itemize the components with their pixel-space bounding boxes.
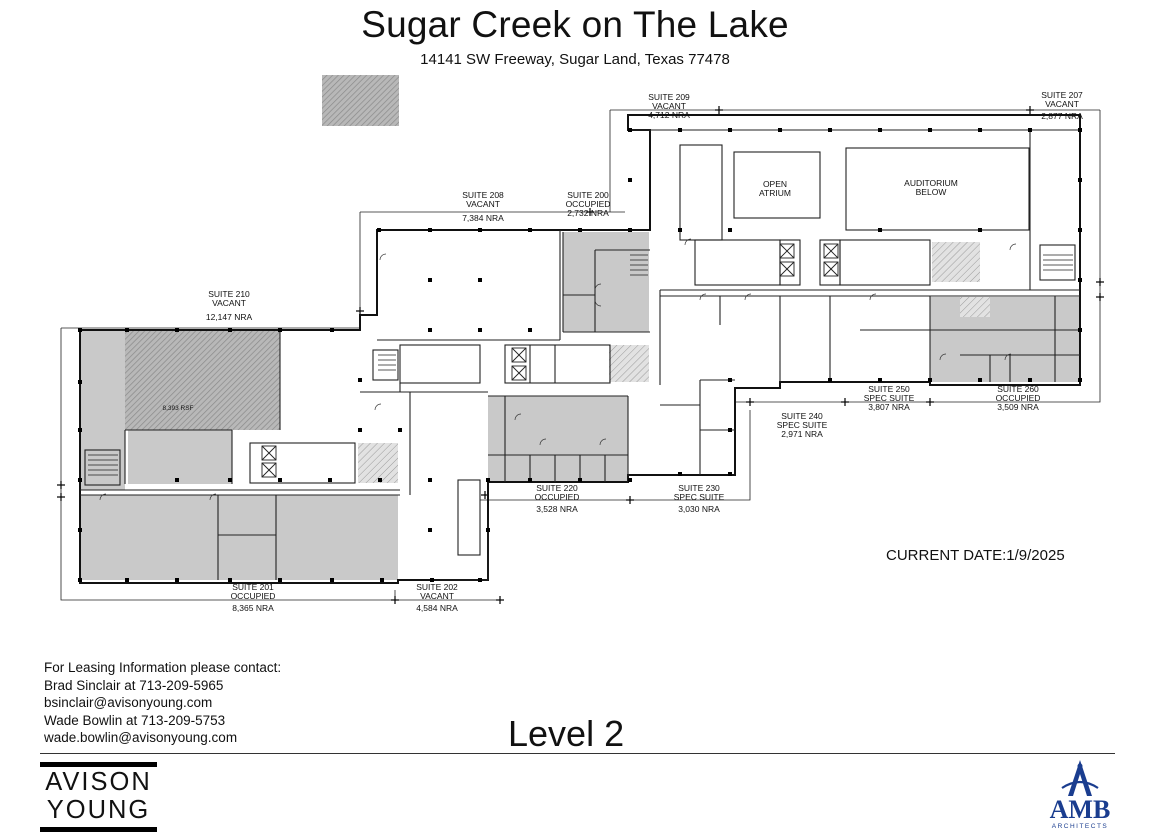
contact-line: Wade Bowlin at 713-209-5753 — [44, 712, 226, 728]
page-title: Sugar Creek on The Lake — [361, 4, 789, 45]
current-date: CURRENT DATE:1/9/2025 — [886, 547, 1065, 564]
interior-walls — [80, 129, 1080, 581]
site-hatch-block — [322, 75, 399, 126]
door-swings — [99, 238, 1017, 501]
structural-columns — [78, 128, 1082, 582]
rsf-label: 8,393 RSF — [162, 405, 194, 412]
contact-line: Brad Sinclair at 713-209-5965 — [44, 677, 224, 693]
amb-emblem-icon — [1061, 760, 1099, 796]
stairs — [88, 254, 1073, 476]
dimension-ticks — [57, 106, 1104, 604]
contact-email-link[interactable]: wade.bowlin@avisonyoung.com — [44, 730, 238, 745]
avison-young-logo: AVISON YOUNG — [40, 762, 157, 833]
footer-divider — [40, 753, 1115, 754]
level-label: Level 2 — [508, 713, 625, 754]
contact-email-link[interactable]: bsinclair@avisonyoung.com — [44, 695, 213, 710]
amb-architects-logo: AMB ARCHITECTS — [1040, 758, 1120, 833]
elevator-boxes — [261, 243, 839, 478]
leasing-contact: For Leasing Information please contact: … — [44, 659, 281, 747]
floor-plan — [57, 75, 1104, 604]
hatched-areas — [125, 242, 990, 483]
contact-intro: For Leasing Information please contact: — [44, 660, 282, 675]
property-address: 14141 SW Freeway, Sugar Land, Texas 7747… — [420, 51, 730, 68]
